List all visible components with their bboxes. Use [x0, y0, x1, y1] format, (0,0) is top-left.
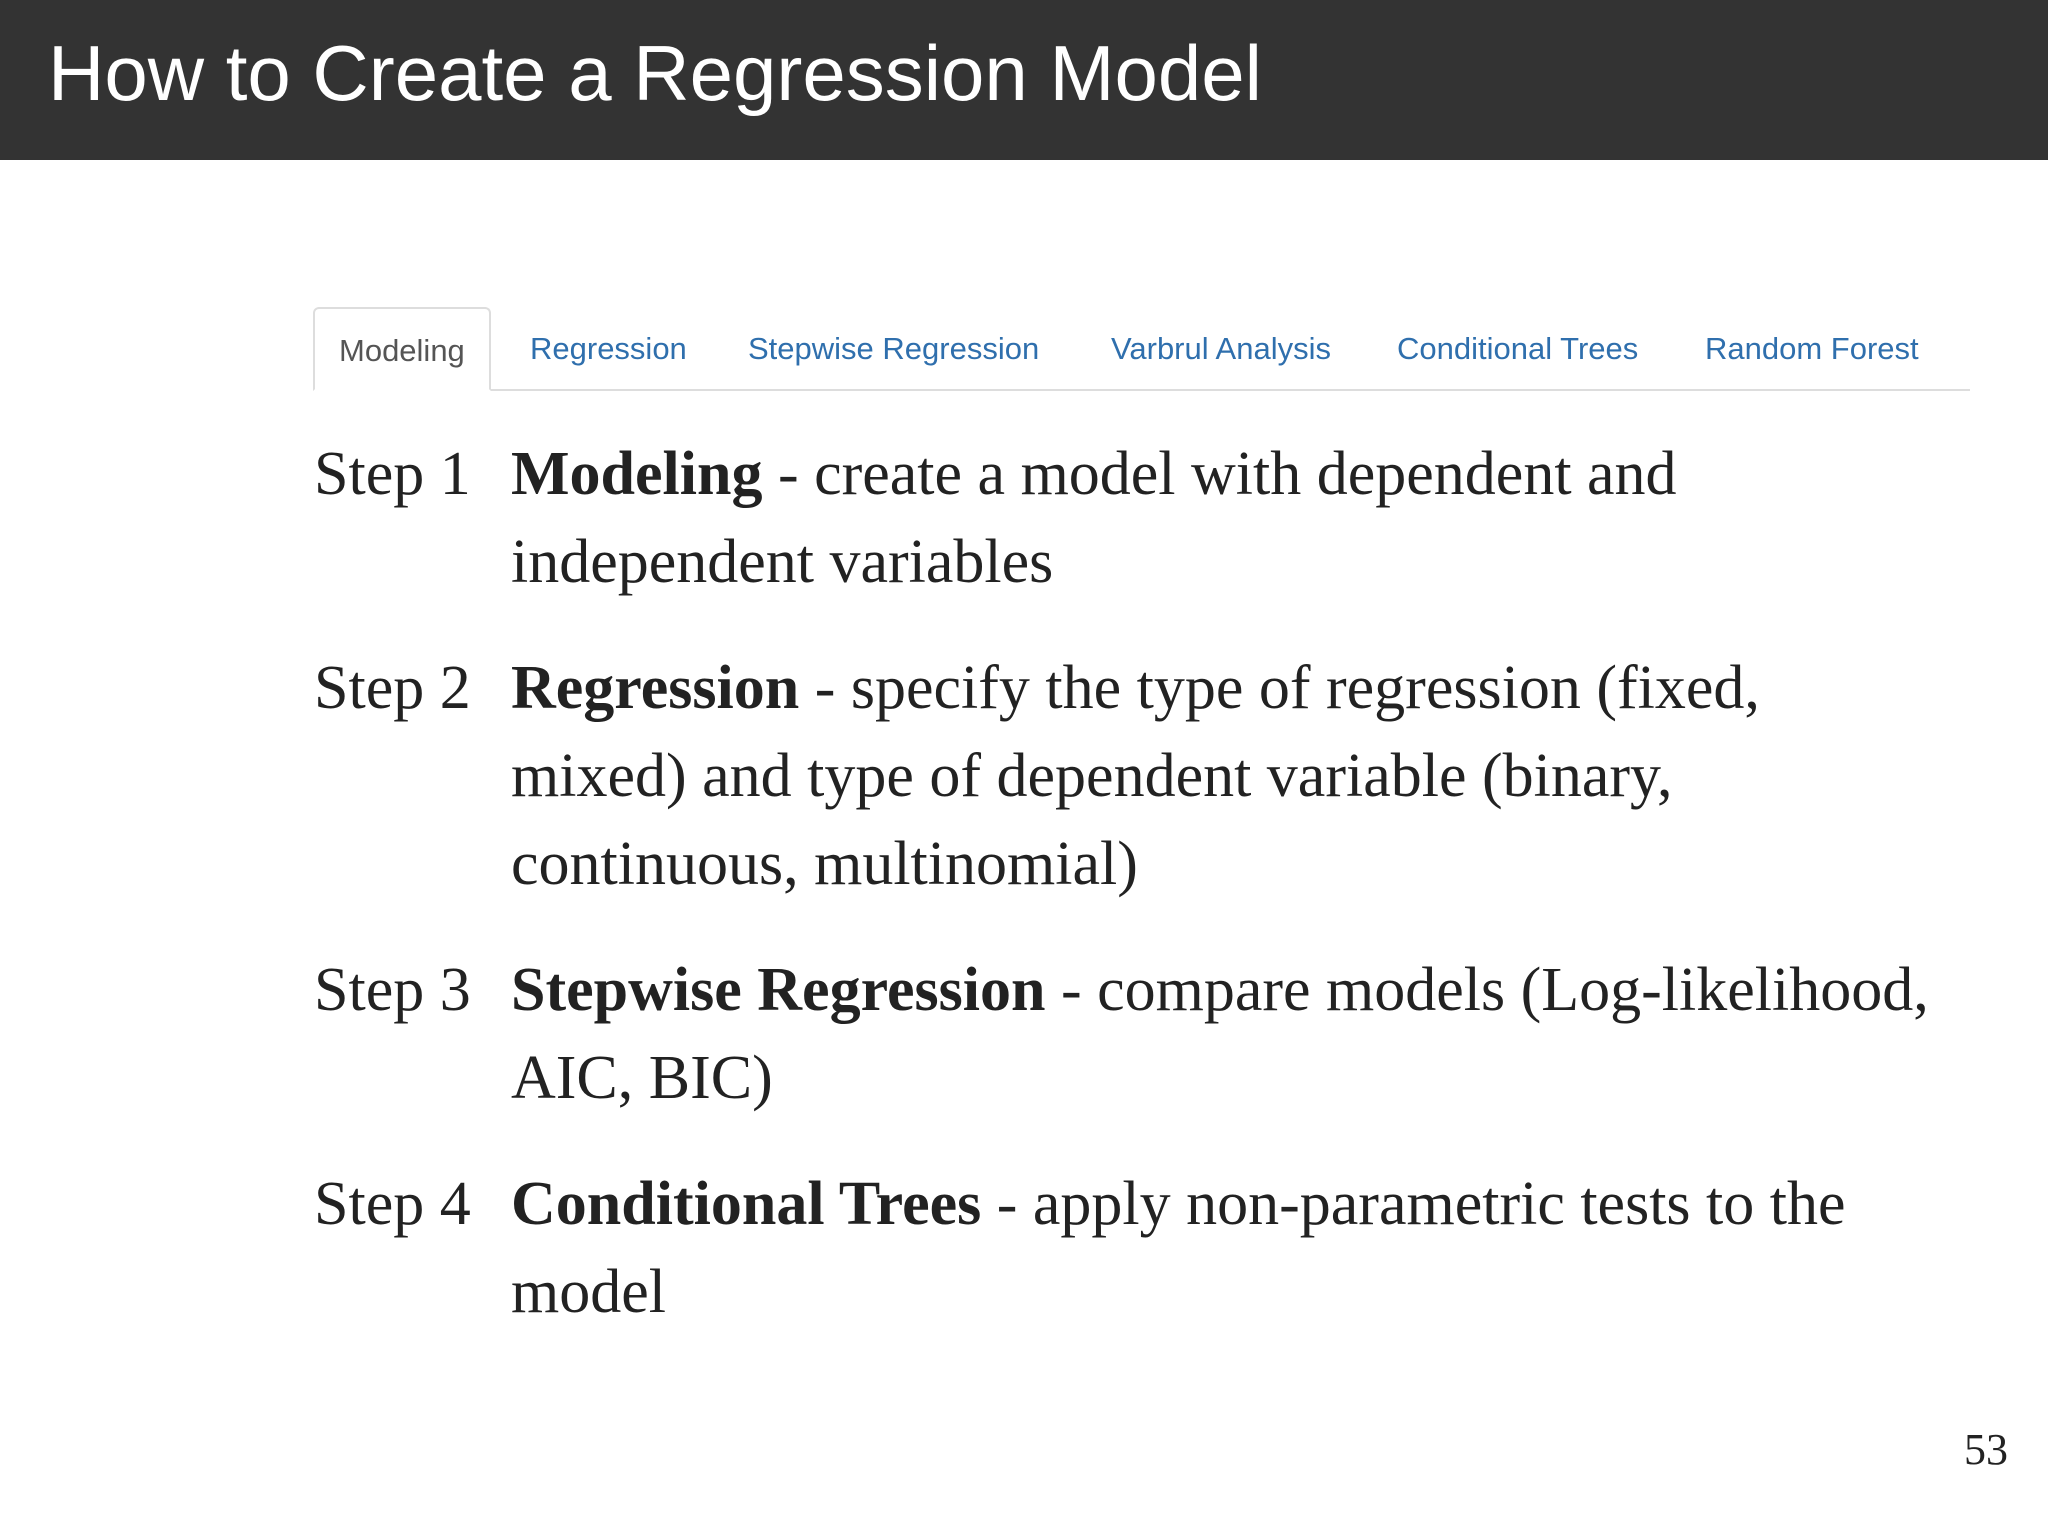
step-term: Regression	[511, 654, 800, 722]
step-item: Step 3 Stepwise Regression - compare mod…	[314, 946, 1964, 1122]
tab-random-forest[interactable]: Random Forest	[1705, 331, 1919, 366]
step-description: - apply non-parametric tests to the mode…	[511, 1170, 1846, 1326]
slide-title: How to Create a Regression Model	[48, 29, 1262, 117]
page-number: 53	[1964, 1425, 2008, 1474]
step-label: Step 3	[314, 956, 471, 1024]
step-text: Stepwise Regression - compare models (Lo…	[511, 946, 1941, 1122]
tab-varbrul-analysis[interactable]: Varbrul Analysis	[1111, 331, 1331, 366]
step-text: Regression - specify the type of regress…	[511, 644, 1941, 908]
step-item: Step 4 Conditional Trees - apply non-par…	[314, 1160, 1964, 1336]
tab-conditional-trees[interactable]: Conditional Trees	[1397, 331, 1639, 366]
tab-bar: Modeling Regression Stepwise Regression …	[313, 307, 1970, 391]
tab-regression[interactable]: Regression	[530, 331, 687, 366]
tab-modeling[interactable]: Modeling	[313, 307, 491, 391]
title-bar: How to Create a Regression Model	[0, 0, 2048, 160]
step-label: Step 2	[314, 654, 471, 722]
step-label: Step 4	[314, 1170, 471, 1238]
step-term: Modeling	[511, 440, 763, 508]
step-text: Conditional Trees - apply non-parametric…	[511, 1160, 1941, 1336]
step-term: Stepwise Regression	[511, 956, 1046, 1024]
step-description: - create a model with dependent and inde…	[511, 440, 1677, 596]
step-item: Step 1 Modeling - create a model with de…	[314, 430, 1964, 606]
steps-list: Step 1 Modeling - create a model with de…	[314, 430, 1964, 1374]
step-description: - specify the type of regression (fixed,…	[511, 654, 1760, 898]
step-text: Modeling - create a model with dependent…	[511, 430, 1941, 606]
step-term: Conditional Trees	[511, 1170, 982, 1238]
step-item: Step 2 Regression - specify the type of …	[314, 644, 1964, 908]
step-description: - compare models (Log-likelihood, AIC, B…	[511, 956, 1929, 1112]
tab-stepwise-regression[interactable]: Stepwise Regression	[748, 331, 1040, 366]
step-label: Step 1	[314, 440, 471, 508]
